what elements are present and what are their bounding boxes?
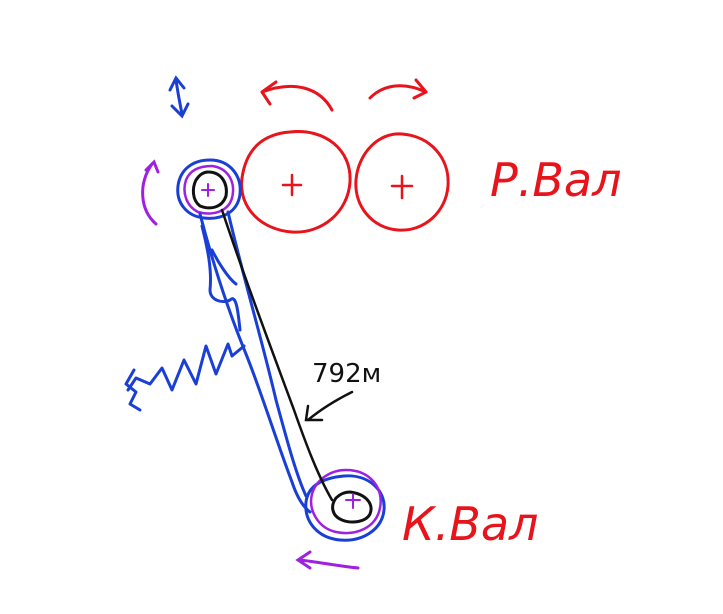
purple-rotation-arrow-top: [141, 159, 160, 226]
red-roller-2: [354, 132, 450, 232]
red-roller-2-cross: [390, 174, 414, 200]
double-arrow-vertical-icon: [168, 75, 190, 119]
bottom-roller-label: К.Вал: [402, 497, 538, 551]
dimension-label: 792м: [312, 359, 381, 389]
top-roller-label: Р.Вал: [490, 153, 622, 207]
belt-outline: [198, 210, 312, 514]
top-small-roller: [176, 158, 242, 220]
curved-arrow-right-icon: [368, 84, 428, 100]
arrow-pointer-icon: [304, 390, 354, 422]
red-roller-1-cross: [281, 173, 303, 197]
curved-arrow-left-icon: [260, 84, 334, 112]
blue-zigzag: [124, 342, 246, 412]
purple-rotation-arrow-bottom: [295, 550, 360, 570]
top-rollers: [240, 78, 450, 234]
bottom-small-roller: [304, 468, 386, 542]
red-roller-1: [240, 130, 352, 234]
center-line: [220, 208, 334, 502]
